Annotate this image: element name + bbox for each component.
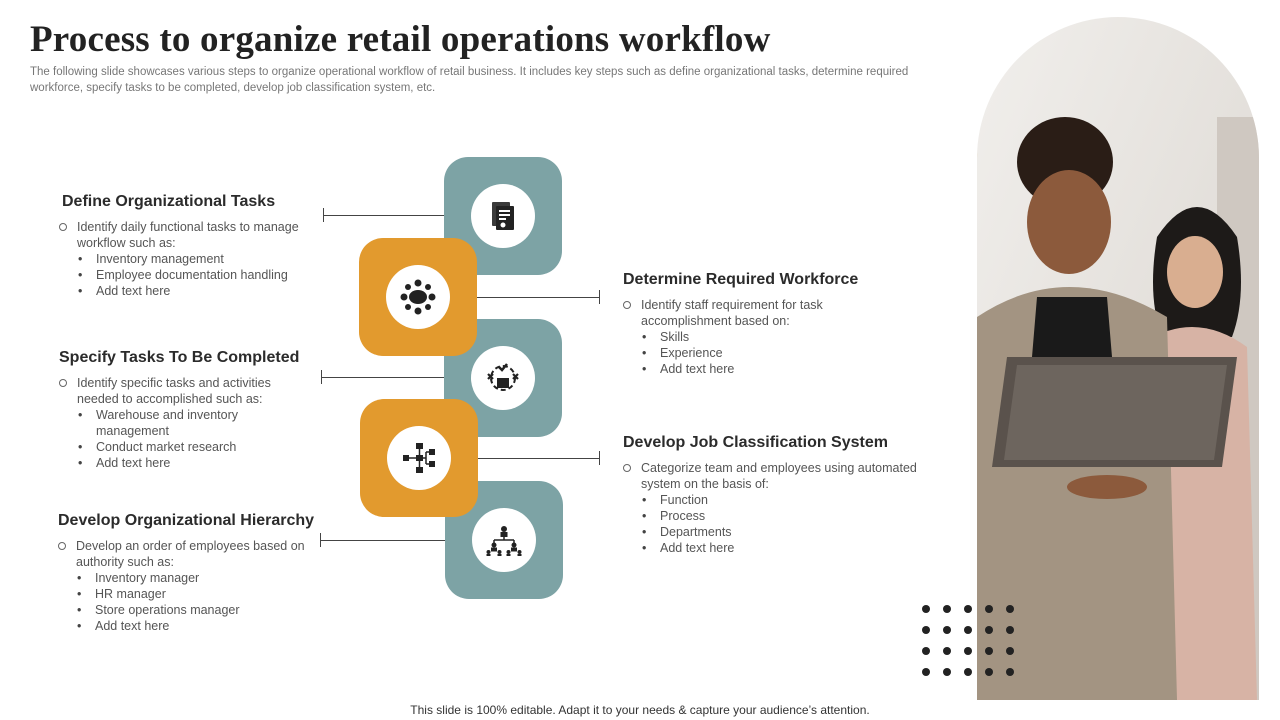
list-item: Add text here	[642, 540, 938, 556]
decoration-dot	[964, 647, 972, 655]
tile-disc	[387, 426, 451, 490]
connector-tick	[321, 370, 322, 384]
tile-disc	[471, 346, 535, 410]
step-intro: Develop an order of employees based on a…	[58, 538, 310, 570]
list-item: Warehouse and inventory management	[78, 407, 309, 439]
list-item: Inventory manager	[77, 570, 310, 586]
circle-bullet-icon	[59, 223, 67, 231]
step-intro-text: Identify daily functional tasks to manag…	[77, 220, 299, 250]
decoration-dot	[943, 626, 951, 634]
step-bullets: Inventory manager HR manager Store opera…	[58, 570, 310, 634]
workflow-chart-icon	[403, 443, 435, 473]
list-item: Add text here	[77, 618, 310, 634]
list-item: Add text here	[642, 361, 853, 377]
decoration-dot	[1006, 647, 1014, 655]
team-photo-illustration	[976, 17, 1259, 700]
list-item: Process	[642, 508, 938, 524]
step-heading: Develop Organizational Hierarchy	[58, 512, 315, 529]
list-item: Employee documentation handling	[78, 267, 332, 283]
decoration-dot	[985, 605, 993, 613]
step-bullets: Skills Experience Add text here	[623, 329, 853, 377]
step-intro: Identify specific tasks and activities n…	[59, 375, 309, 407]
circle-bullet-icon	[58, 542, 66, 550]
step-define-tasks: Define Organizational Tasks Identify dai…	[59, 193, 332, 299]
step-heading: Determine Required Workforce	[623, 271, 859, 288]
step-bullets: Inventory management Employee documentat…	[59, 251, 332, 299]
step-job-classification: Develop Job Classification System Catego…	[623, 434, 938, 556]
decoration-dot	[922, 668, 930, 676]
list-item: Conduct market research	[78, 439, 309, 455]
decoration-dot	[922, 626, 930, 634]
tile-disc	[386, 265, 450, 329]
step-bullets: Warehouse and inventory management Condu…	[59, 407, 309, 471]
decoration-dot	[964, 668, 972, 676]
list-item: Experience	[642, 345, 853, 361]
team-photo	[976, 17, 1260, 700]
decoration-dot	[943, 647, 951, 655]
list-item: Skills	[642, 329, 853, 345]
decoration-dot	[1006, 605, 1014, 613]
step-heading: Develop Job Classification System	[623, 434, 888, 451]
step-heading: Specify Tasks To Be Completed	[59, 349, 300, 366]
step-intro-text: Develop an order of employees based on a…	[76, 539, 305, 569]
connector-line	[321, 377, 445, 378]
step-heading: Define Organizational Tasks	[62, 193, 276, 210]
decoration-dot	[943, 668, 951, 676]
connector-line	[476, 297, 600, 298]
team-meeting-icon	[400, 279, 436, 315]
task-cycle-icon	[487, 363, 519, 391]
decoration-dot	[1006, 668, 1014, 676]
list-item: Add text here	[78, 283, 332, 299]
list-item: Departments	[642, 524, 938, 540]
tile-disc	[472, 508, 536, 572]
step-intro-text: Identify specific tasks and activities n…	[77, 376, 271, 406]
slide-title: Process to organize retail operations wo…	[30, 19, 771, 60]
list-item: HR manager	[77, 586, 310, 602]
list-item: Function	[642, 492, 938, 508]
step-intro-text: Categorize team and employees using auto…	[641, 461, 917, 491]
documents-icon	[492, 202, 514, 230]
hierarchy-icon	[486, 526, 522, 556]
decoration-dot	[964, 626, 972, 634]
decoration-dot	[1006, 626, 1014, 634]
circle-bullet-icon	[623, 301, 631, 309]
decoration-dot	[985, 647, 993, 655]
list-item: Add text here	[78, 455, 309, 471]
connector-line	[323, 215, 445, 216]
step-intro-text: Identify staff requirement for task acco…	[641, 298, 823, 328]
step-tile-2	[359, 238, 477, 356]
list-item: Inventory management	[78, 251, 332, 267]
decoration-dot	[985, 626, 993, 634]
list-item: Store operations manager	[77, 602, 310, 618]
circle-bullet-icon	[623, 464, 631, 472]
tile-disc	[471, 184, 535, 248]
step-bullets: Function Process Departments Add text he…	[623, 492, 938, 556]
connector-tick	[599, 451, 600, 465]
connector-tick	[599, 290, 600, 304]
connector-line	[476, 458, 600, 459]
step-intro: Categorize team and employees using auto…	[623, 460, 938, 492]
connector-tick	[320, 533, 321, 547]
decoration-dot	[922, 647, 930, 655]
step-org-hierarchy: Develop Organizational Hierarchy Develop…	[58, 512, 315, 634]
decoration-dot	[964, 605, 972, 613]
step-tile-4	[360, 399, 478, 517]
step-intro: Identify daily functional tasks to manag…	[59, 219, 332, 251]
decoration-dot	[985, 668, 993, 676]
step-specify-tasks: Specify Tasks To Be Completed Identify s…	[59, 349, 309, 471]
slide-subtitle: The following slide showcases various st…	[30, 66, 909, 94]
connector-line	[320, 540, 446, 541]
decoration-dot	[922, 605, 930, 613]
step-intro: Identify staff requirement for task acco…	[623, 297, 853, 329]
connector-tick	[323, 208, 324, 222]
step-required-workforce: Determine Required Workforce Identify st…	[623, 271, 859, 377]
decoration-dot	[943, 605, 951, 613]
slide-footer: This slide is 100% editable. Adapt it to…	[410, 703, 870, 717]
circle-bullet-icon	[59, 379, 67, 387]
